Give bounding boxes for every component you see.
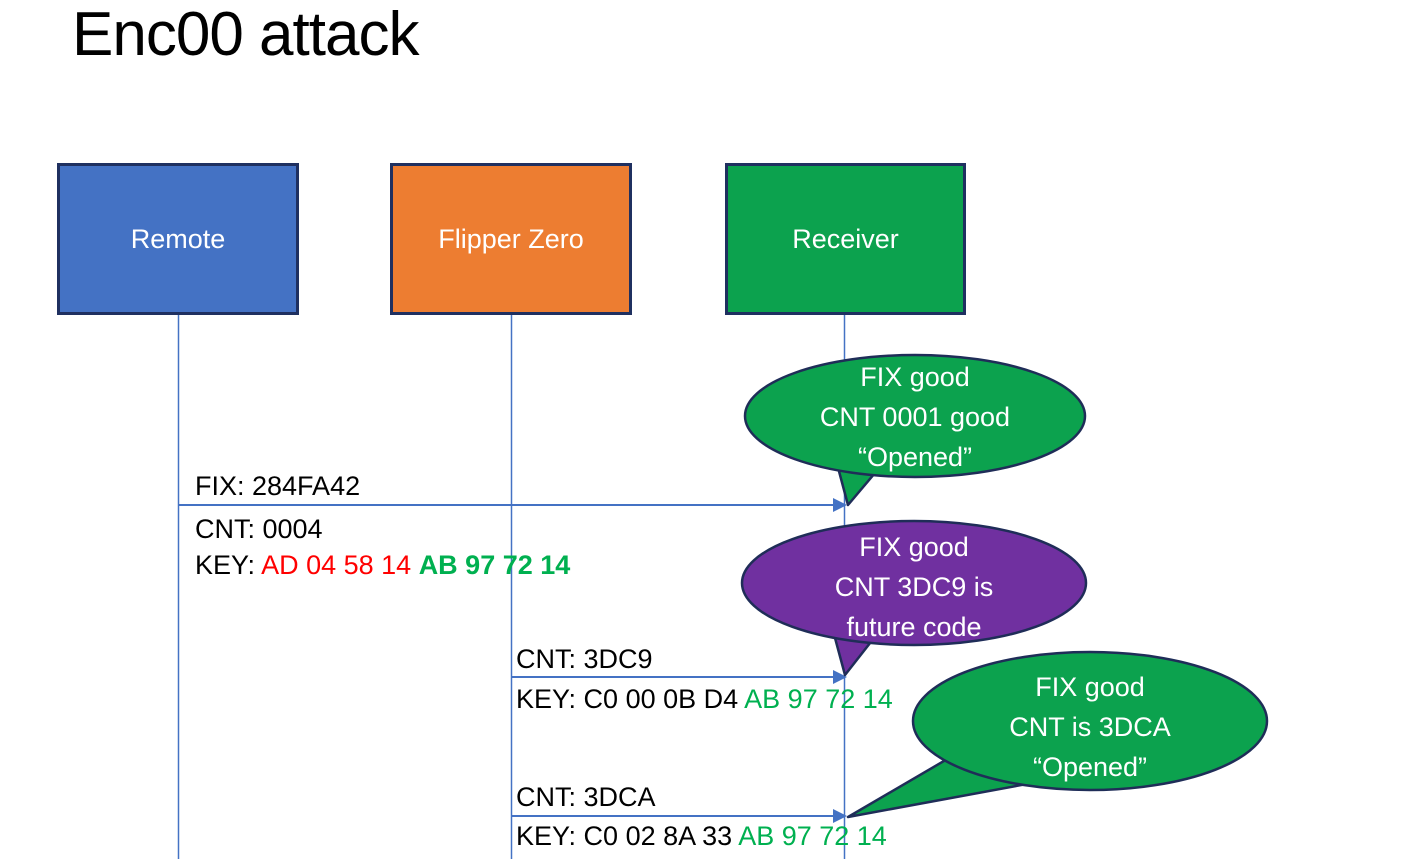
message-1-fix-label: FIX: 284FA42 xyxy=(195,471,361,501)
arrowhead-flipper-to-receiver-2-icon xyxy=(833,809,847,823)
message-2-key-green-bytes: AB 97 72 14 xyxy=(744,684,893,714)
speech-bubble-2-text: FIX good CNT 3DC9 is future code xyxy=(742,527,1086,647)
message-2-cnt-label: CNT: 3DC9 xyxy=(516,644,653,674)
actor-label-remote: Remote xyxy=(130,223,226,254)
message-3-key-prefix: KEY: xyxy=(516,821,584,851)
message-3-key-black-bytes: C0 02 8A 33 xyxy=(583,821,739,851)
bubble-3-line-1: FIX good xyxy=(1035,672,1145,702)
message-3-cnt-label: CNT: 3DCA xyxy=(516,782,656,812)
speech-bubble-3-text: FIX good CNT is 3DCA “Opened” xyxy=(917,667,1263,787)
bubble-2-line-1: FIX good xyxy=(859,532,969,562)
message-2-key-prefix: KEY: xyxy=(516,684,584,714)
message-1-key-prefix: KEY: xyxy=(195,550,262,580)
actor-box-remote: Remote xyxy=(57,163,299,315)
actor-box-receiver: Receiver xyxy=(725,163,966,315)
arrowhead-flipper-to-receiver-1-icon xyxy=(833,670,847,684)
speech-bubble-2 xyxy=(740,519,1088,647)
bubble-3-line-2: CNT is 3DCA xyxy=(1009,712,1171,742)
bubble-1-line-3: “Opened” xyxy=(857,442,973,472)
message-1-key-red-bytes: AD 04 58 14 xyxy=(261,550,419,580)
message-2-key-label: KEY: C0 00 0B D4 AB 97 72 14 xyxy=(516,683,893,715)
bubble-2-line-2: CNT 3DC9 is xyxy=(834,572,994,602)
actor-box-flipper-zero: Flipper Zero xyxy=(390,163,632,315)
message-1-key-green-bytes: AB 97 72 14 xyxy=(418,550,571,580)
message-3-key-label: KEY: C0 02 8A 33 AB 97 72 14 xyxy=(516,820,887,852)
speech-bubble-1 xyxy=(743,353,1087,479)
speech-bubble-1-text: FIX good CNT 0001 good “Opened” xyxy=(747,357,1083,477)
bubble-2-line-3: future code xyxy=(846,612,982,642)
bubble-1-line-2: CNT 0001 good xyxy=(819,402,1011,432)
message-1-key-label: KEY: AD 04 58 14 AB 97 72 14 xyxy=(195,549,570,581)
actor-label-receiver: Receiver xyxy=(792,223,899,254)
message-2-key-black-bytes: C0 00 0B D4 xyxy=(583,684,745,714)
page-title: Enc00 attack xyxy=(72,0,419,69)
bubble-1-line-1: FIX good xyxy=(860,362,970,392)
message-3-key-green-bytes: AB 97 72 14 xyxy=(738,821,887,851)
speech-bubble-3 xyxy=(911,650,1269,792)
actor-label-flipper-zero: Flipper Zero xyxy=(438,223,584,254)
message-1-cnt-label: CNT: 0004 xyxy=(195,514,323,544)
arrowhead-remote-to-receiver-icon xyxy=(833,498,847,512)
bubble-3-line-3: “Opened” xyxy=(1032,752,1148,782)
